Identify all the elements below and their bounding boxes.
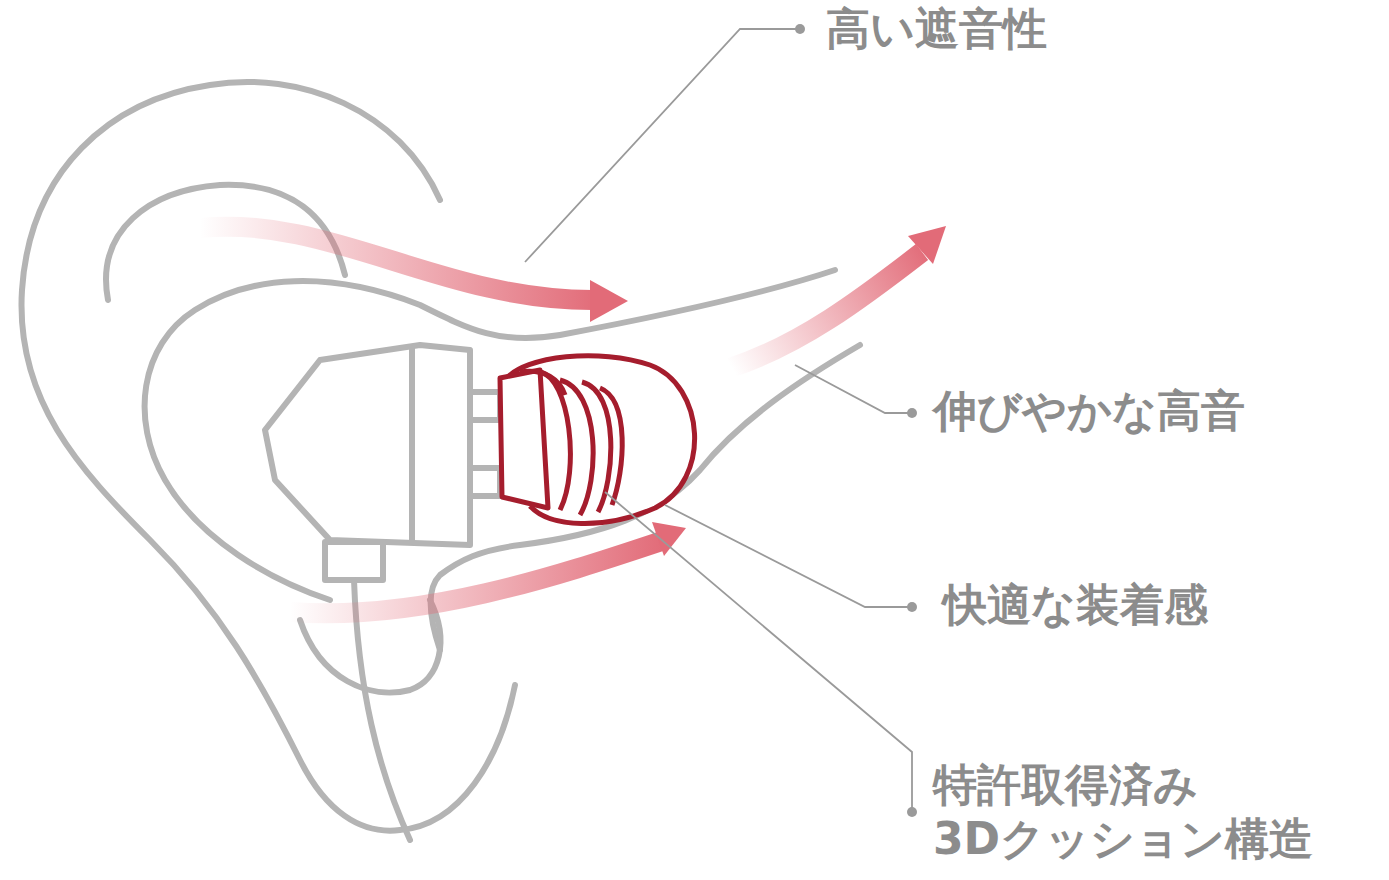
ear-tip (500, 356, 695, 524)
callout-label: 快適な装着感 (943, 578, 1373, 632)
callout-label: 高い遮音性 (826, 2, 1366, 56)
leader-dot (795, 24, 917, 817)
callout-label: 特許取得済み 3Dクッション構造 (933, 758, 1373, 865)
leader-line (525, 29, 912, 812)
sound-arrow (200, 226, 946, 613)
ear-outline (21, 82, 860, 840)
callout-label: 伸びやかな高音 (933, 384, 1373, 438)
